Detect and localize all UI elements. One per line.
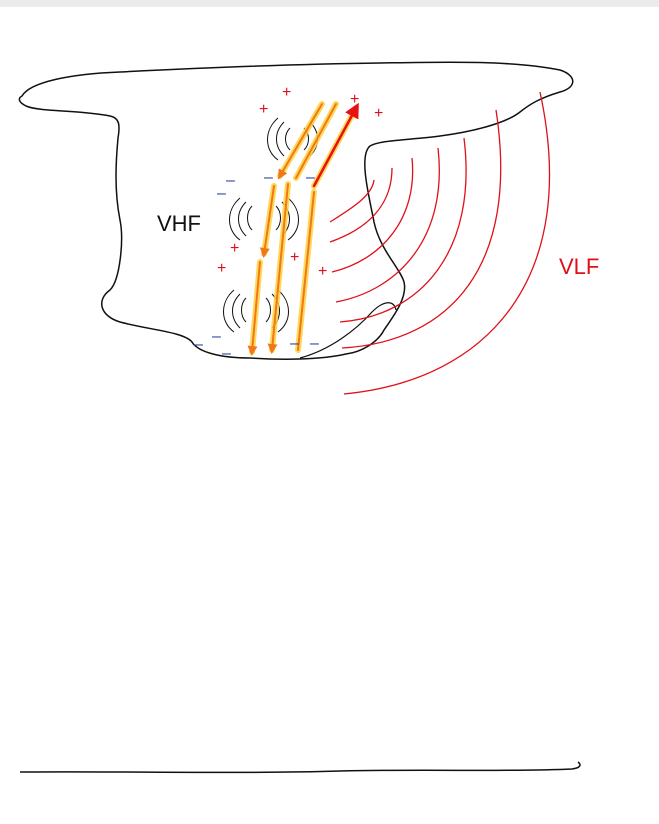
minus-sign: – <box>217 185 226 202</box>
leader-arrow-3 <box>264 186 274 254</box>
minus-sign: – <box>194 336 203 353</box>
vlf-arc-7 <box>344 92 550 394</box>
vhf-label: VHF <box>157 211 201 236</box>
minus-sign: – <box>226 172 235 189</box>
plus-sign: + <box>350 91 359 108</box>
minus-sign: – <box>310 335 319 352</box>
ground-line <box>20 762 580 772</box>
vlf-label: VLF <box>559 254 599 279</box>
plus-sign: + <box>282 84 291 101</box>
minus-sign: – <box>306 169 315 186</box>
plus-sign: + <box>230 240 239 257</box>
minus-sign: – <box>212 328 221 345</box>
vlf-arc-2 <box>330 168 392 242</box>
minus-sign: – <box>290 335 299 352</box>
vlf-arc-4 <box>336 148 439 302</box>
plus-sign: + <box>217 260 226 277</box>
positive-charges: + + + + + + + + <box>217 84 383 280</box>
cloud-outline <box>19 62 572 359</box>
leader-arrow-6 <box>298 192 314 350</box>
minus-sign: – <box>222 345 231 362</box>
plus-sign: + <box>259 101 268 118</box>
plus-sign: + <box>290 249 299 266</box>
plus-sign: + <box>374 105 383 122</box>
vlf-arc-6 <box>342 110 501 348</box>
leader-arrow-5 <box>272 184 288 350</box>
minus-sign: – <box>264 169 273 186</box>
plus-sign: + <box>318 263 327 280</box>
leader-arrow-up <box>314 108 356 186</box>
